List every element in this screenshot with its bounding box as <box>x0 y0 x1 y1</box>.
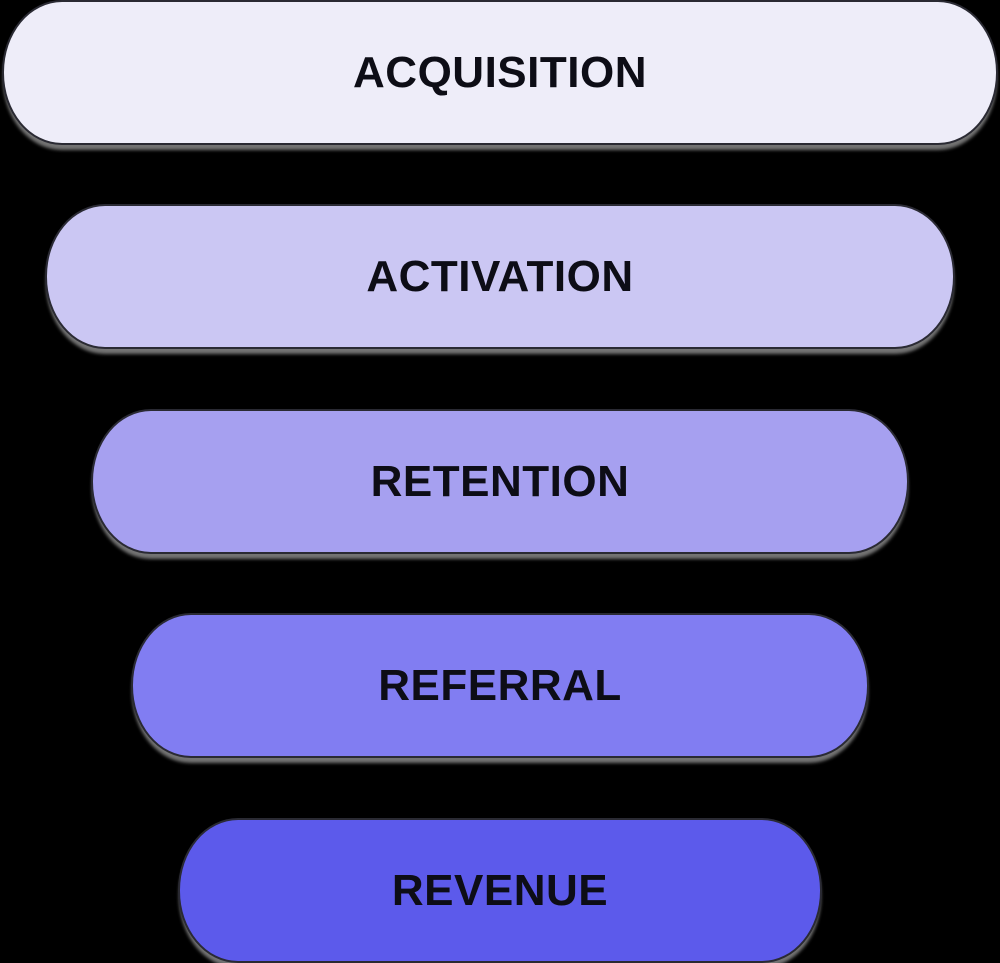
funnel-stage-revenue-label: REVENUE <box>391 865 609 915</box>
funnel-stage-acquisition-label: ACQUISITION <box>353 47 647 97</box>
funnel-stage-revenue: REVENUE <box>178 818 822 963</box>
funnel-stage-retention-label: RETENTION <box>370 456 630 506</box>
funnel-stage-referral: REFERRAL <box>131 613 869 758</box>
funnel-stage-retention: RETENTION <box>91 409 909 554</box>
funnel-stage-activation-label: ACTIVATION <box>366 251 634 301</box>
funnel-stage-referral-label: REFERRAL <box>378 660 622 710</box>
funnel-stage-activation: ACTIVATION <box>45 204 955 349</box>
funnel-stage-acquisition: ACQUISITION <box>2 0 998 145</box>
